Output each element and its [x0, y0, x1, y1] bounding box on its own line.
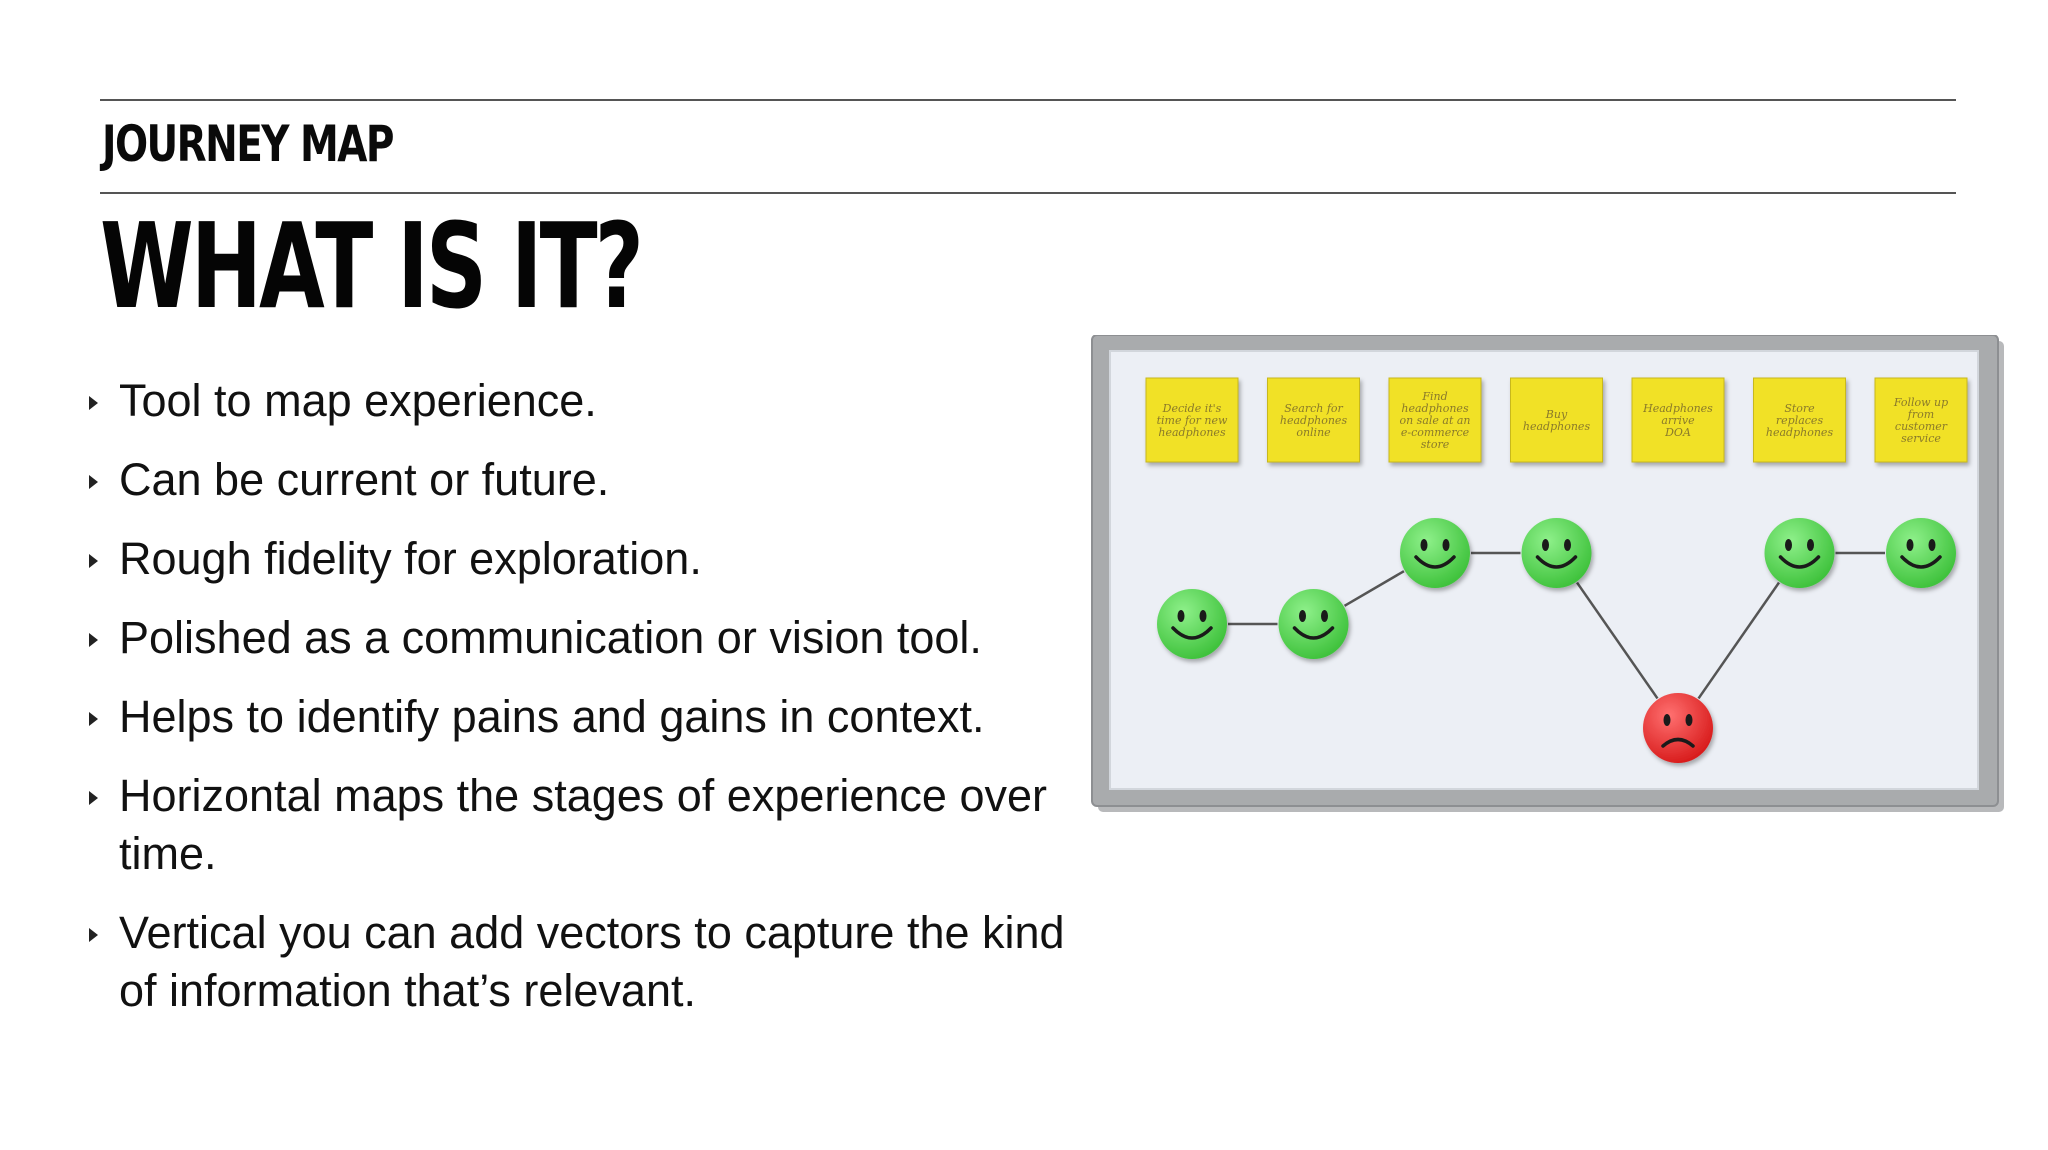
- sticky-note-text: Find: [1421, 390, 1447, 403]
- happy-face-icon: [1521, 518, 1592, 588]
- sticky-note-text: on sale at an: [1399, 414, 1470, 427]
- sticky-note-text: headphones: [1280, 414, 1348, 427]
- bullet-item: Vertical you can add vectors to capture …: [86, 904, 1076, 1020]
- sticky-note-text: online: [1296, 426, 1331, 439]
- happy-face-icon: [1278, 589, 1349, 659]
- bullet-item: Can be current or future.: [86, 451, 1076, 509]
- bullet-arrow-icon: [89, 928, 98, 942]
- sticky-note-text: service: [1901, 432, 1941, 445]
- bullet-text: Tool to map experience.: [119, 375, 597, 426]
- journey-connector: [1697, 581, 1780, 700]
- journey-connector: [1343, 570, 1405, 607]
- sticky-note-text: Decide it's: [1162, 402, 1222, 415]
- sticky-note-text: Buy: [1545, 408, 1568, 421]
- happy-face-icon: [1400, 518, 1470, 588]
- sticky-note-text: headphones: [1158, 426, 1226, 439]
- bullet-text: Horizontal maps the stages of experience…: [119, 770, 1047, 879]
- bullet-text: Can be current or future.: [119, 454, 610, 505]
- sticky-note-text: headphones: [1766, 426, 1834, 439]
- top-rule: [100, 99, 1956, 101]
- bullet-item: Horizontal maps the stages of experience…: [86, 767, 1076, 883]
- sticky-note-text: arrive: [1661, 414, 1695, 427]
- sticky-note-text: Headphones: [1642, 402, 1713, 415]
- sticky-note: [1753, 377, 1846, 463]
- sticky-note-text: time for new: [1157, 414, 1228, 427]
- sticky-note: [1388, 377, 1482, 463]
- bullet-arrow-icon: [89, 554, 98, 568]
- journey-connector: [1576, 581, 1659, 700]
- bullet-list: Tool to map experience. Can be current o…: [86, 372, 1076, 1041]
- bullet-arrow-icon: [89, 396, 98, 410]
- bullet-text: Vertical you can add vectors to capture …: [119, 907, 1065, 1016]
- sticky-note-text: headphones: [1523, 420, 1591, 433]
- happy-face-icon: [1886, 518, 1956, 588]
- sticky-note-text: Store: [1784, 402, 1815, 415]
- sticky-note-text: DOA: [1664, 426, 1691, 439]
- bullet-arrow-icon: [89, 633, 98, 647]
- sticky-note-text: Follow up: [1893, 396, 1948, 409]
- sticky-note: [1145, 377, 1239, 463]
- sticky-note: [1631, 377, 1725, 463]
- section-label: JOURNEY MAP: [102, 115, 394, 173]
- sticky-note-text: Search for: [1284, 402, 1343, 415]
- bullet-item: Polished as a communication or vision to…: [86, 609, 1076, 667]
- happy-face-icon: [1157, 589, 1227, 659]
- bullet-text: Helps to identify pains and gains in con…: [119, 691, 985, 742]
- sticky-note-text: replaces: [1776, 414, 1824, 427]
- sticky-note: [1874, 377, 1968, 463]
- bullet-arrow-icon: [89, 712, 98, 726]
- bullet-item: Tool to map experience.: [86, 372, 1076, 430]
- sticky-note: [1267, 377, 1360, 463]
- bullet-item: Rough fidelity for exploration.: [86, 530, 1076, 588]
- sticky-note-text: from: [1907, 408, 1934, 421]
- slide-title: WHAT IS IT?: [100, 197, 644, 335]
- sticky-note-text: store: [1421, 438, 1450, 451]
- happy-face-icon: [1764, 518, 1835, 588]
- bullet-text: Polished as a communication or vision to…: [119, 612, 982, 663]
- sticky-note: [1510, 377, 1603, 463]
- bullet-item: Helps to identify pains and gains in con…: [86, 688, 1076, 746]
- sticky-note-text: e-commerce: [1401, 426, 1470, 439]
- bullet-arrow-icon: [89, 475, 98, 489]
- sad-face-icon: [1643, 693, 1713, 763]
- bullet-arrow-icon: [89, 791, 98, 805]
- header-rule: [100, 192, 1956, 194]
- bullet-text: Rough fidelity for exploration.: [119, 533, 702, 584]
- sticky-note-text: headphones: [1401, 402, 1469, 415]
- sticky-note-text: customer: [1895, 420, 1948, 433]
